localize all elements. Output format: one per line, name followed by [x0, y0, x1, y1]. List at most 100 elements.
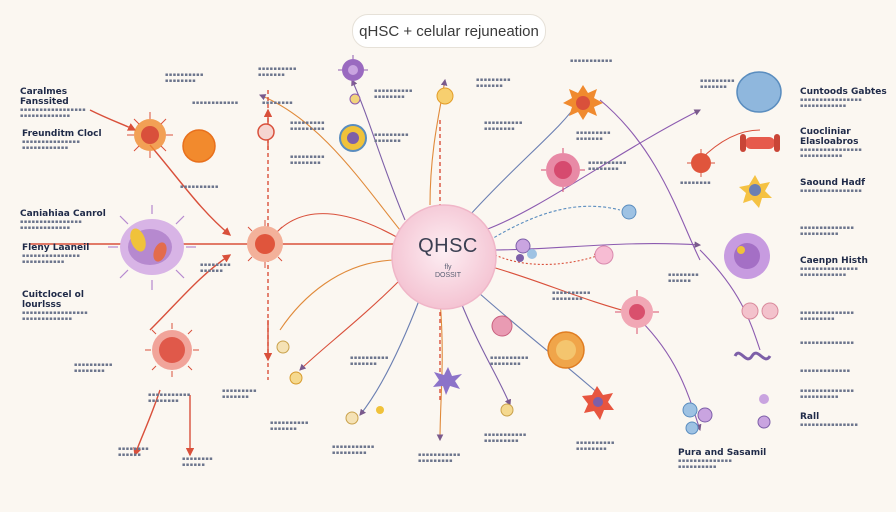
annotation: ▪▪▪▪▪▪▪▪▪▪▪▪▪▪▪▪▪▪	[576, 440, 615, 452]
cell-pink-small-bottom	[491, 315, 513, 337]
annotation: ▪▪▪▪▪▪▪▪▪▪▪▪▪▪▪▪	[476, 77, 511, 89]
cell-purple-cluster-mid	[515, 238, 537, 262]
right-label-1: Cuntoods Gabtes ▪▪▪▪▪▪▪▪▪▪▪▪▪▪▪▪▪▪▪▪▪▪▪▪…	[800, 87, 890, 109]
connector	[299, 279, 401, 371]
annotation: ▪▪▪▪▪▪▪▪▪▪▪▪▪▪▪▪▪▪	[374, 88, 413, 100]
hub-circle	[391, 204, 497, 310]
cell-purple-spiky-top	[338, 55, 368, 85]
cell-red-burst-center-left	[241, 220, 289, 268]
connector	[359, 297, 421, 416]
annotation: ▪▪▪▪▪▪▪▪▪▪	[180, 184, 219, 190]
cell-yellow-star	[739, 175, 772, 208]
connector	[699, 249, 761, 351]
right-label-title: Caenpn Histh	[800, 256, 868, 266]
left-label-1: Caralmes Fanssited ▪▪▪▪▪▪▪▪▪▪▪▪▪▪▪▪▪▪▪▪▪…	[20, 87, 102, 119]
connector	[484, 109, 701, 231]
annotation: ▪▪▪▪▪▪▪▪▪▪▪▪▪▪▪▪▪▪▪▪▪▪▪	[800, 310, 855, 322]
right-label-3: Saound Hadf ▪▪▪▪▪▪▪▪▪▪▪▪▪▪▪▪	[800, 178, 890, 194]
annotation: ▪▪▪▪▪▪▪▪▪▪▪▪▪▪▪▪▪▪	[290, 120, 325, 132]
annotation: ▪▪▪▪▪▪▪▪▪▪▪▪	[192, 100, 239, 106]
left-label-3: Caniahiaa Canrol ▪▪▪▪▪▪▪▪▪▪▪▪▪▪▪▪▪▪▪▪▪▪▪…	[20, 209, 106, 231]
hub-connectors	[258, 78, 761, 442]
annotation: ▪▪▪▪▪▪▪▪▪▪▪▪▪	[800, 368, 851, 374]
left-label-title: Caralmes Fanssited	[20, 87, 69, 107]
cell-blue-small	[621, 204, 637, 220]
cell-orange-textured	[547, 331, 585, 369]
connector	[459, 299, 512, 407]
right-label-title: Cuntoods Gabtes	[800, 87, 887, 97]
cell-spiky-red-left	[127, 112, 173, 158]
right-label-5: Pura and Sasamil ▪▪▪▪▪▪▪▪▪▪▪▪▪▪▪▪▪▪▪▪▪▪▪…	[678, 448, 767, 470]
cell-pink-spiky-bottom-right	[615, 290, 659, 334]
cell-small-yellow-3	[345, 411, 359, 425]
annotation: ▪▪▪▪▪▪▪▪	[262, 100, 294, 106]
hub-subtitle-1: fly	[444, 264, 452, 271]
connector	[469, 284, 601, 396]
hub-title: QHSC	[418, 235, 478, 257]
cell-pink-bubble	[594, 245, 614, 265]
left-label-title: Fleny Laaneil	[22, 243, 90, 253]
cell-purple-squiggle	[733, 351, 772, 361]
cell-small-yellow-4	[376, 406, 384, 414]
annotation: ▪▪▪▪▪▪▪▪▪▪▪▪▪▪	[200, 262, 232, 274]
cell-purple-star-bottom	[433, 367, 462, 395]
cell-orange-round	[182, 129, 216, 163]
right-label-4: Caenpn Histh ▪▪▪▪▪▪▪▪▪▪▪▪▪▪▪▪▪▪▪▪▪▪▪▪▪▪▪	[800, 256, 890, 278]
annotation: ▪▪▪▪▪▪▪▪	[680, 180, 712, 186]
annotation: ▪▪▪▪▪▪▪▪▪▪▪▪▪▪▪▪▪▪	[484, 120, 523, 132]
annotation: ▪▪▪▪▪▪▪▪▪▪▪▪▪▪▪▪▪▪▪▪	[332, 444, 375, 456]
cell-pink-pair	[741, 302, 779, 320]
annotation: ▪▪▪▪▪▪▪▪▪▪▪	[570, 58, 613, 64]
annotation: ▪▪▪▪▪▪▪▪▪▪▪▪▪▪▪▪	[576, 130, 611, 142]
left-label-title: Cuitclocel ol lourlsss	[22, 290, 84, 310]
right-label-title: Pura and Sasamil	[678, 448, 767, 458]
connector	[599, 99, 701, 261]
diagram-title-text: qHSC + celular rejuneation	[359, 22, 539, 40]
annotation: ▪▪▪▪▪▪▪▪▪▪▪▪▪▪	[182, 456, 214, 468]
hub-subtitle-2: DOSSIT	[434, 272, 462, 279]
cell-blue-blob	[736, 71, 782, 113]
right-label-title: Saound Hadf	[800, 178, 866, 188]
annotation: ▪▪▪▪▪▪▪▪▪▪▪▪▪▪▪▪▪▪	[588, 160, 627, 172]
annotation: ▪▪▪▪▪▪▪▪▪▪▪▪▪▪▪▪▪▪▪▪	[418, 452, 461, 464]
cell-large-purple-spiky	[108, 205, 196, 290]
cell-bubble-cluster	[682, 394, 771, 435]
hub-label: QHSC fly DOSSIT	[398, 235, 498, 279]
cell-ringed-yellow	[339, 124, 367, 152]
connector	[484, 264, 642, 317]
left-label-4: Fleny Laaneil ▪▪▪▪▪▪▪▪▪▪▪▪▪▪▪▪▪▪▪▪▪▪▪▪▪▪	[22, 243, 102, 265]
annotation: ▪▪▪▪▪▪▪▪▪▪▪▪▪▪▪▪▪▪▪▪▪▪▪▪	[800, 388, 855, 400]
annotation: ▪▪▪▪▪▪▪▪▪▪▪▪▪▪	[668, 272, 700, 284]
right-label-2: Cuocliniar Elasloabros ▪▪▪▪▪▪▪▪▪▪▪▪▪▪▪▪▪…	[800, 127, 892, 159]
annotation: ▪▪▪▪▪▪▪▪▪▪▪▪▪▪	[800, 340, 855, 346]
connector	[639, 319, 702, 432]
cell-large-purple-right	[724, 233, 770, 279]
connector	[489, 241, 702, 251]
connector	[269, 213, 403, 241]
annotation: ▪▪▪▪▪▪▪▪▪▪▪▪▪▪▪▪▪	[350, 355, 389, 367]
left-label-title: Caniahiaa Canrol	[20, 209, 106, 219]
left-axis-arrows	[30, 90, 441, 457]
left-label-title: Freunditm Clocl	[22, 129, 102, 139]
annotation: ▪▪▪▪▪▪▪▪▪▪▪▪▪▪▪▪	[374, 132, 409, 144]
cell-small-yellow-2	[289, 371, 303, 385]
cell-red-spiky-mid-right	[687, 149, 715, 177]
connector	[494, 253, 602, 266]
diagram-title: qHSC + celular rejuneation	[352, 14, 546, 48]
connector	[351, 78, 406, 221]
annotation: ▪▪▪▪▪▪▪▪▪▪▪▪▪▪▪▪▪▪▪▪	[484, 432, 527, 444]
left-label-2: Freunditm Clocl ▪▪▪▪▪▪▪▪▪▪▪▪▪▪▪▪▪▪▪▪▪▪▪▪…	[22, 129, 102, 151]
connector	[489, 205, 621, 241]
left-label-5: Cuitclocel ol lourlsss ▪▪▪▪▪▪▪▪▪▪▪▪▪▪▪▪▪…	[22, 290, 112, 322]
cell-small-yellow-1	[276, 340, 290, 354]
annotation: ▪▪▪▪▪▪▪▪▪▪▪▪▪▪▪▪	[700, 78, 735, 90]
right-label-6: Rall ▪▪▪▪▪▪▪▪▪▪▪▪▪▪▪	[800, 412, 890, 428]
cell-yellow-small-bottom	[500, 403, 514, 417]
cell-small-purple-top	[349, 93, 361, 105]
annotation: ▪▪▪▪▪▪▪▪▪▪▪▪▪▪▪▪▪	[290, 154, 325, 166]
annotation: ▪▪▪▪▪▪▪▪▪▪▪▪▪▪▪▪▪	[270, 420, 309, 432]
cell-small-red	[257, 123, 275, 141]
annotation: ▪▪▪▪▪▪▪▪▪▪▪▪▪▪▪▪▪▪	[74, 362, 113, 374]
annotation: ▪▪▪▪▪▪▪▪▪▪▪▪▪▪▪▪▪	[258, 66, 297, 78]
